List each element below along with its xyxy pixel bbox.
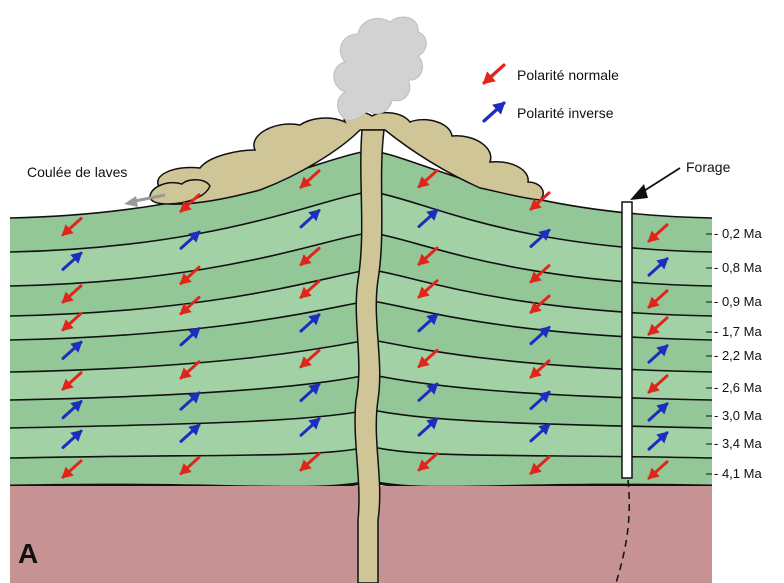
age-label: - 3,4 Ma	[714, 436, 762, 451]
age-label: - 2,2 Ma	[714, 348, 762, 363]
age-label: - 0,8 Ma	[714, 260, 762, 275]
legend-inverse-label: Polarité inverse	[517, 105, 614, 121]
legend-inverse-arrow	[484, 102, 505, 121]
borehole-label: Forage	[686, 159, 731, 175]
legend-normal-arrow-shape	[483, 65, 504, 84]
age-label: - 4,1 Ma	[714, 466, 762, 481]
lava-flow-arrow-head	[124, 196, 138, 207]
age-label: - 1,7 Ma	[714, 324, 762, 339]
age-label: - 0,2 Ma	[714, 226, 762, 241]
legend-normal-arrow	[483, 65, 504, 84]
smoke-plume	[334, 17, 427, 120]
age-labels: - 0,2 Ma - 0,8 Ma - 0,9 Ma - 1,7 Ma - 2,2 Ma…	[706, 226, 762, 481]
lava-flow-label: Coulée de laves	[27, 164, 127, 180]
legend: Polarité normale Polarité inverse	[483, 65, 620, 121]
legend-inverse-arrow-shape	[484, 102, 505, 121]
legend-normal-label: Polarité normale	[517, 67, 619, 83]
borehole	[622, 202, 632, 478]
age-label: - 3,0 Ma	[714, 408, 762, 423]
age-label: - 0,9 Ma	[714, 294, 762, 309]
borehole-pointer-head	[630, 184, 648, 200]
age-label: - 2,6 Ma	[714, 380, 762, 395]
panel-label: A	[18, 538, 38, 569]
